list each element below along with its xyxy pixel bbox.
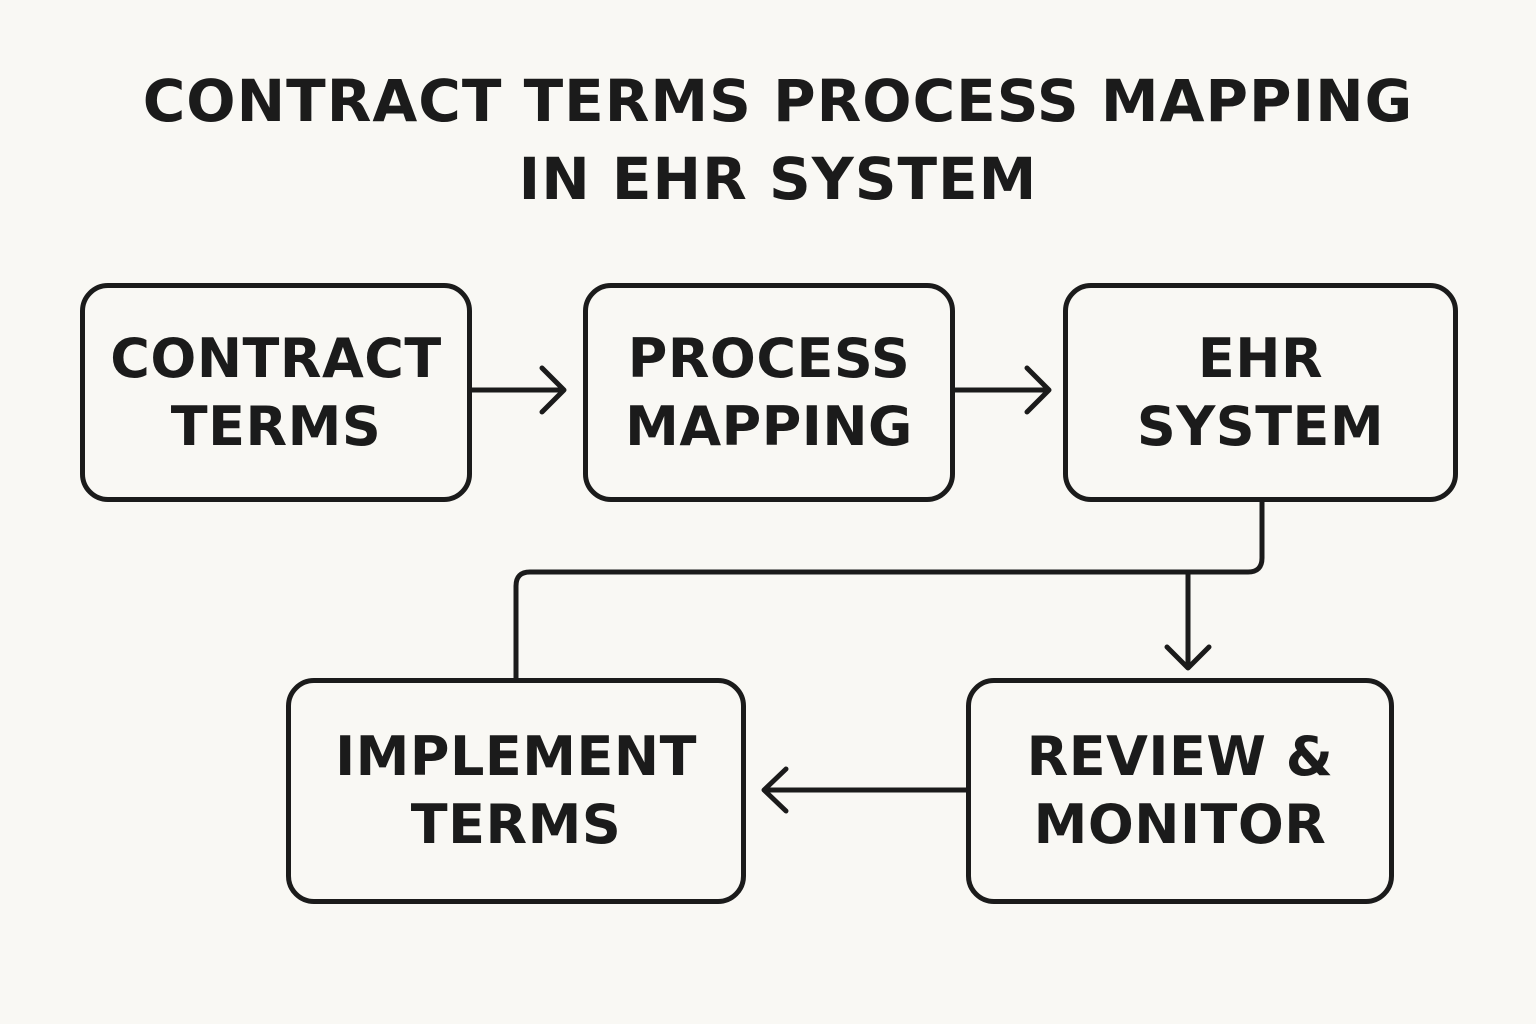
node-process-mapping-line-2: MAPPING bbox=[625, 394, 913, 458]
node-implement-terms-line-1: IMPLEMENT bbox=[335, 725, 697, 788]
edge-review-to-implement bbox=[761, 766, 969, 814]
node-implement-terms-line-2: TERMS bbox=[410, 793, 622, 856]
diagram-title: CONTRACT TERMS PROCESS MAPPING IN EHR SY… bbox=[0, 62, 1536, 218]
node-review-monitor-line-1: REVIEW & bbox=[1026, 725, 1334, 788]
node-implement-terms: IMPLEMENT TERMS bbox=[286, 678, 746, 904]
edge-contract-to-process bbox=[469, 365, 567, 415]
node-contract-terms-line-2: TERMS bbox=[170, 394, 382, 458]
node-ehr-system-line-2: SYSTEM bbox=[1136, 394, 1385, 458]
node-review-monitor-line-2: MONITOR bbox=[1033, 793, 1327, 856]
node-ehr-system: EHR SYSTEM bbox=[1063, 283, 1458, 502]
edge-process-to-ehr bbox=[952, 365, 1052, 415]
node-review-monitor: REVIEW & MONITOR bbox=[966, 678, 1394, 904]
diagram-title-line-2: IN EHR SYSTEM bbox=[518, 145, 1038, 213]
node-contract-terms-line-1: CONTRACT bbox=[110, 326, 442, 390]
node-contract-terms: CONTRACT TERMS bbox=[80, 283, 472, 502]
diagram-title-line-1: CONTRACT TERMS PROCESS MAPPING bbox=[142, 67, 1414, 135]
node-process-mapping: PROCESS MAPPING bbox=[583, 283, 955, 502]
node-ehr-system-line-1: EHR bbox=[1197, 326, 1324, 390]
node-process-mapping-line-1: PROCESS bbox=[627, 326, 911, 390]
edge-ehr-to-review bbox=[513, 499, 1265, 681]
